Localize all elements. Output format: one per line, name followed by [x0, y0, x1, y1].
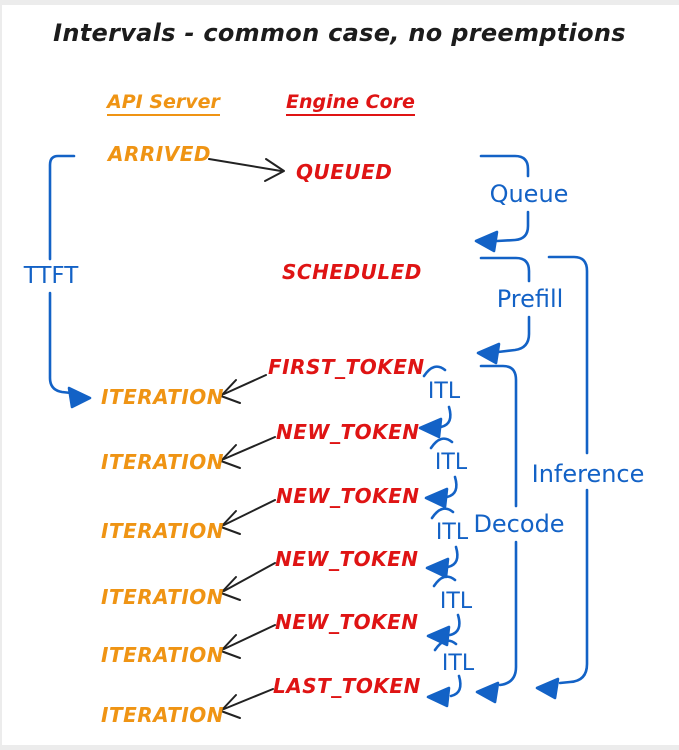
queue-bracket: [474, 154, 530, 253]
event-first-token-label: FIRST_TOKEN: [268, 355, 425, 379]
interval-itl-label-3: ITL: [435, 520, 469, 545]
interval-itl-label-4: ITL: [439, 589, 473, 614]
interval-inference-label: Inference: [531, 460, 645, 488]
decode-arrowhead: [475, 681, 500, 704]
event-scheduled-label: SCHEDULED: [282, 260, 422, 284]
arrow-new-token1-to-iteration: [220, 436, 276, 469]
arrow-first-token-to-iteration: [220, 374, 267, 404]
event-last-token-label: LAST_TOKEN: [273, 674, 421, 698]
event-new-token-label-4: NEW_TOKEN: [275, 610, 419, 634]
event-new-token-label-3: NEW_TOKEN: [275, 547, 419, 571]
itl-arrowhead-1: [418, 417, 443, 439]
event-iteration-label-4: ITERATION: [101, 585, 225, 609]
arrow-new-token4-to-iteration: [220, 624, 276, 659]
decode-bracket: [475, 364, 518, 704]
column-header-engine-core: Engine Core: [286, 92, 415, 116]
prefill-arrowhead: [476, 342, 501, 365]
page-edge-bottom: [0, 745, 679, 750]
event-iteration-label-3: ITERATION: [101, 519, 225, 543]
interval-itl-label-1: ITL: [427, 379, 461, 404]
itl-bracket-1: [418, 365, 452, 439]
itl-arrowhead-3: [425, 557, 450, 579]
interval-prefill-label: Prefill: [496, 285, 564, 313]
event-iteration-label-1: ITERATION: [101, 385, 225, 409]
inference-arrowhead: [535, 677, 560, 700]
page-edge-top: [0, 0, 679, 5]
event-iteration-label-6: ITERATION: [101, 703, 225, 727]
itl-arrowhead-4: [426, 625, 451, 647]
itl-arrowhead-2: [424, 487, 449, 509]
event-iteration-label-2: ITERATION: [101, 450, 225, 474]
event-new-token-label-2: NEW_TOKEN: [276, 484, 420, 508]
arrow-new-token2-to-iteration: [220, 499, 276, 535]
event-new-token-label-1: NEW_TOKEN: [276, 420, 420, 444]
arrow-new-token3-to-iteration: [220, 562, 276, 601]
itl-arrowhead-5: [426, 686, 451, 708]
event-iteration-label-5: ITERATION: [101, 643, 225, 667]
ttft-arrowhead: [67, 386, 92, 409]
itl-bracket-5: [426, 639, 462, 708]
interval-ttft-label: TTFT: [23, 263, 79, 289]
inference-bracket: [535, 255, 589, 700]
itl-bracket-3: [425, 507, 459, 579]
interval-queue-label: Queue: [489, 180, 569, 208]
itl-bracket-2: [424, 437, 458, 509]
prefill-bracket: [476, 256, 531, 365]
ttft-bracket: [48, 154, 92, 409]
column-header-api-server: API Server: [107, 92, 220, 116]
diagram-title: Intervals - common case, no preemptions: [53, 19, 626, 47]
interval-decode-label: Decode: [473, 510, 565, 538]
queue-arrowhead: [474, 230, 499, 253]
event-queued-label: QUEUED: [296, 160, 393, 184]
event-arrived-label: ARRIVED: [108, 142, 211, 166]
interval-itl-label-2: ITL: [434, 450, 468, 475]
interval-itl-label-5: ITL: [441, 651, 475, 676]
arrow-last-token-to-iteration: [220, 688, 274, 719]
arrow-arrived-to-queued: [208, 158, 285, 182]
page-edge-left: [0, 0, 2, 750]
